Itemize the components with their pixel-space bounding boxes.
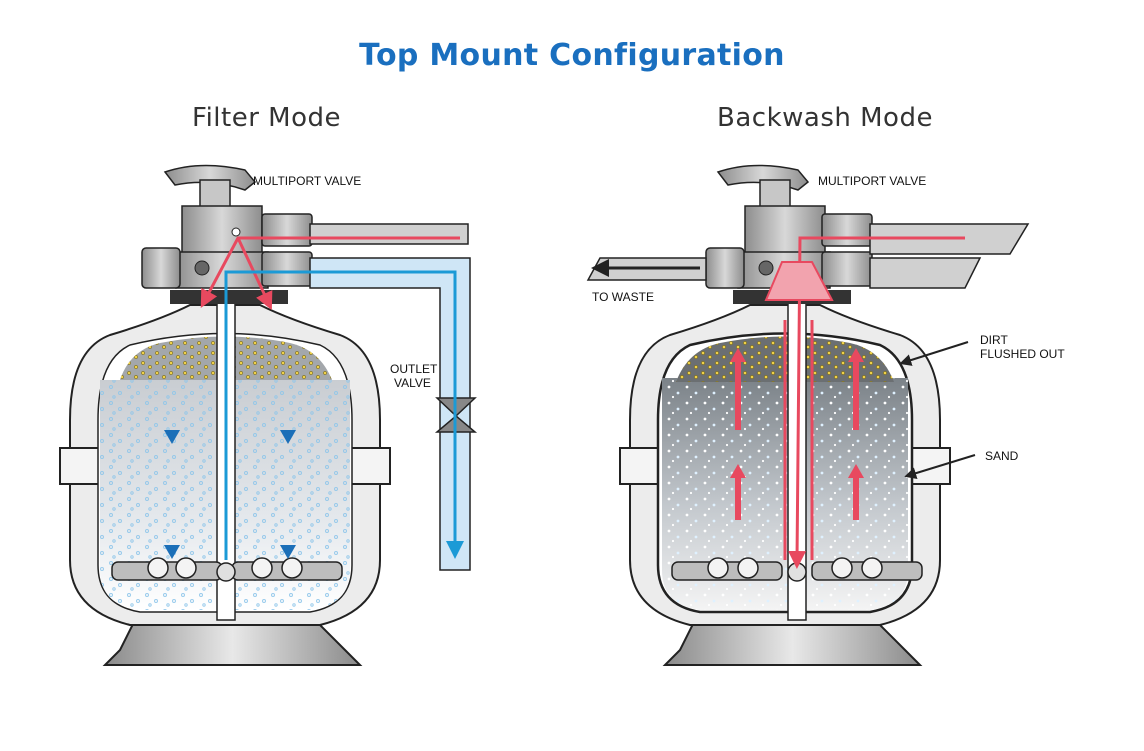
dirt-label-line2: FLUSHED OUT — [980, 347, 1065, 361]
backwash-mode-diagram — [586, 164, 1030, 666]
tank-band-right — [909, 447, 951, 485]
tank-band-left — [619, 447, 661, 485]
flow-arrows — [730, 348, 864, 520]
page-title: Top Mount Configuration — [359, 38, 785, 73]
outflow-path — [224, 270, 464, 560]
laterals — [671, 557, 923, 582]
tank-base — [662, 619, 923, 666]
inflow-path-right — [236, 237, 273, 311]
inflow-path — [788, 236, 965, 569]
tank-band-left — [59, 447, 101, 485]
to-waste-label: TO WASTE — [592, 290, 655, 304]
tank-band-right — [349, 447, 391, 485]
sand-callout-arrow — [904, 454, 976, 479]
tank-base — [102, 619, 363, 666]
filter-mode-diagram — [59, 164, 478, 666]
laterals — [111, 557, 343, 582]
outlet-valve-label-line1: OUTLET — [390, 362, 438, 376]
sand-label: SAND — [985, 449, 1019, 463]
flow-arrows — [164, 352, 296, 559]
multiport-valve-label: MULTIPORT VALVE — [818, 174, 927, 188]
filter-mode-heading: Filter Mode — [192, 103, 341, 133]
backwash-mode-heading: Backwash Mode — [717, 103, 933, 133]
return-flow — [783, 320, 814, 560]
multiport-valve-label: MULTIPORT VALVE — [253, 174, 362, 188]
dirt-label-line1: DIRT — [980, 333, 1008, 347]
valve-handle[interactable] — [163, 164, 257, 191]
outlet-valve-label-line2: VALVE — [394, 376, 431, 390]
dirt-callout-arrow — [899, 341, 969, 366]
backwash-flow-up — [764, 261, 834, 301]
